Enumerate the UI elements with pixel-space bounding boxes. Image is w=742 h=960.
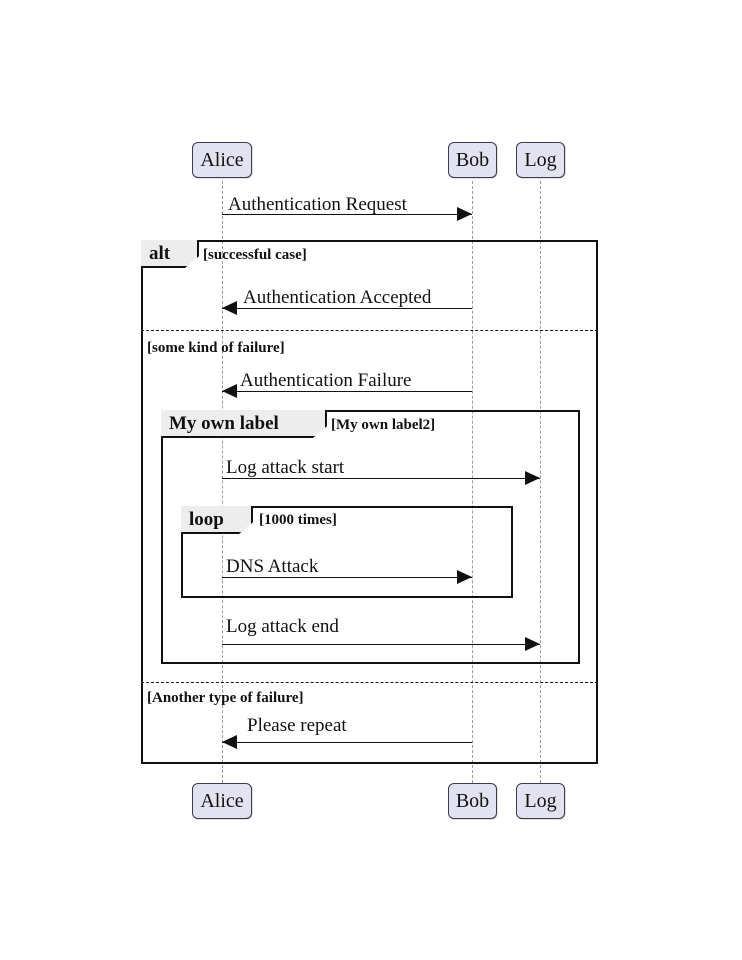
- lifeline-log: [540, 181, 541, 783]
- fragment-alt-guard-1: [successful case]: [203, 247, 307, 263]
- participant-bob-bottom[interactable]: Bob: [448, 783, 497, 819]
- message-label-dns-attack: DNS Attack: [226, 556, 319, 577]
- message-arrowhead-log-attack-end: [525, 637, 540, 651]
- participant-log-bottom[interactable]: Log: [516, 783, 565, 819]
- message-line-please-repeat: [222, 742, 472, 743]
- fragment-loop-operator-text: loop: [189, 508, 224, 530]
- message-label-please-repeat: Please repeat: [247, 715, 347, 736]
- message-label-log-attack-end: Log attack end: [226, 616, 339, 637]
- message-line-authentication-failure: [222, 391, 472, 392]
- fragment-loop-guard-1: [1000 times]: [259, 512, 337, 528]
- fragment-alt-guard-2: [some kind of failure]: [147, 340, 285, 356]
- message-arrowhead-please-repeat: [222, 735, 237, 749]
- message-line-log-attack-end: [222, 644, 540, 645]
- participant-alice-top-label: Alice: [200, 149, 244, 171]
- fragment-alt-guard-3: [Another type of failure]: [147, 690, 304, 706]
- fragment-myownlabel-frame: [161, 410, 580, 664]
- participant-alice-bottom-label: Alice: [200, 790, 244, 812]
- fragment-alt-frame: [141, 240, 598, 764]
- participant-alice-top[interactable]: Alice: [192, 142, 252, 178]
- fragment-alt-divider-2: [141, 682, 598, 683]
- fragment-myownlabel-operator-label: My own label: [161, 410, 327, 438]
- fragment-loop-frame: [181, 506, 513, 598]
- message-label-authentication-request: Authentication Request: [228, 194, 407, 215]
- message-line-authentication-request: [222, 214, 472, 215]
- participant-log-top-label: Log: [524, 149, 557, 171]
- message-label-log-attack-start: Log attack start: [226, 457, 345, 478]
- fragment-loop-operator-label: loop: [181, 506, 253, 534]
- participant-bob-bottom-label: Bob: [455, 790, 490, 812]
- message-line-dns-attack: [222, 577, 472, 578]
- message-arrowhead-authentication-failure: [222, 384, 237, 398]
- message-label-authentication-accepted: Authentication Accepted: [243, 287, 432, 308]
- fragment-myownlabel-operator-text: My own label: [169, 412, 279, 434]
- participant-log-bottom-label: Log: [524, 790, 557, 812]
- message-line-authentication-accepted: [222, 308, 472, 309]
- participant-alice-bottom[interactable]: Alice: [192, 783, 252, 819]
- lifeline-alice: [222, 181, 223, 783]
- participant-log-top[interactable]: Log: [516, 142, 565, 178]
- message-label-authentication-failure: Authentication Failure: [240, 370, 412, 391]
- fragment-alt-operator-text: alt: [149, 242, 171, 264]
- message-arrowhead-authentication-request: [457, 207, 472, 221]
- fragment-myownlabel-guard-1: [My own label2]: [331, 417, 436, 433]
- message-arrowhead-authentication-accepted: [222, 301, 237, 315]
- participant-bob-top-label: Bob: [455, 149, 490, 171]
- message-arrowhead-log-attack-start: [525, 471, 540, 485]
- fragment-alt-operator-label: alt: [141, 240, 199, 268]
- message-arrowhead-dns-attack: [457, 570, 472, 584]
- message-line-log-attack-start: [222, 478, 540, 479]
- participant-bob-top[interactable]: Bob: [448, 142, 497, 178]
- fragment-alt-divider-1: [141, 330, 598, 331]
- lifeline-bob: [472, 181, 473, 783]
